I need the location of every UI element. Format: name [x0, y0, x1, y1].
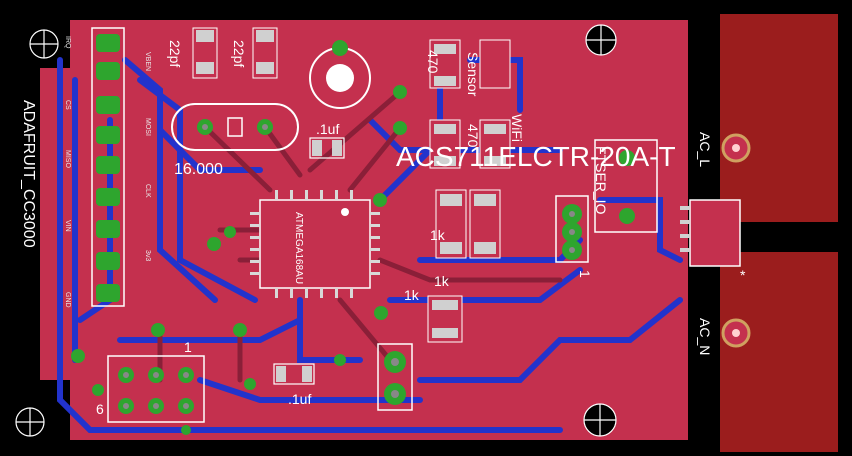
cap1-label: 22pf	[167, 40, 183, 67]
vias	[71, 85, 407, 435]
isp-pin6-label: 6	[96, 401, 104, 417]
resistor-b-value: 470	[465, 124, 481, 148]
sensor-box	[594, 139, 741, 267]
cap-22pf-pads	[192, 27, 278, 79]
header-pin-label-vben: VBEN	[144, 52, 151, 71]
ac-live-pad	[720, 14, 838, 222]
asterisk-label: *	[740, 267, 746, 283]
ac-terminal-vias	[721, 133, 751, 348]
bottom-traces	[57, 57, 683, 433]
header-pin-label-cs: CS	[64, 100, 71, 110]
ac-live-label: AC_L	[697, 132, 713, 167]
ftdi-header	[555, 195, 589, 263]
resistor-a-name: Sensor	[465, 52, 481, 97]
resistor-b-name: WiFi	[509, 114, 525, 142]
resistor-c-label: 1k	[434, 273, 450, 289]
bottom-cap	[273, 363, 315, 385]
crystal-label: 16.000	[174, 161, 223, 178]
ac-neutral-label: AC_N	[697, 318, 713, 355]
header-pin-label-clk: CLK	[144, 184, 151, 198]
ferrite-label: 1k	[430, 227, 446, 243]
mounting-holes	[15, 24, 617, 437]
electrolytic-cap	[309, 40, 371, 159]
cap2-label: 22pf	[231, 40, 247, 67]
header-pin-label-irq: IRQ	[64, 36, 71, 49]
isp-pin1-label: 1	[184, 339, 192, 355]
header-pin-label-3v3: 3v3	[144, 250, 151, 261]
header-pin-label-vin: VIN	[64, 220, 71, 232]
mcu-chip	[250, 190, 380, 298]
isp-header	[107, 355, 205, 423]
crystal	[171, 103, 299, 151]
header-pin-label-miso: MISO	[64, 150, 71, 168]
sensor-part-label: ACS711ELCTR-20A-T	[396, 141, 676, 172]
resistor-parts	[427, 39, 511, 343]
ftdi-label: FTSER_IO	[593, 146, 609, 215]
header-pin-label-gnd: GND	[64, 292, 71, 308]
mcu-label: ATMEGA168AU	[293, 212, 304, 284]
module-name-label: ADAFRUIT_CC3000	[20, 100, 37, 248]
header-pin-row	[91, 27, 125, 307]
resistor-a-value: 470	[425, 50, 441, 74]
header-pin-label-mosi: MOSI	[144, 118, 151, 136]
ac-neutral-pad	[720, 252, 838, 452]
electrolytic-label: .1uf	[316, 121, 339, 137]
two-pin-header	[377, 343, 413, 411]
resistor-d-label: 1k	[404, 287, 420, 303]
top-traces	[157, 89, 563, 383]
ftdi-pin-label: 1	[577, 270, 593, 278]
bottom-cap-label: .1uf	[288, 391, 311, 407]
